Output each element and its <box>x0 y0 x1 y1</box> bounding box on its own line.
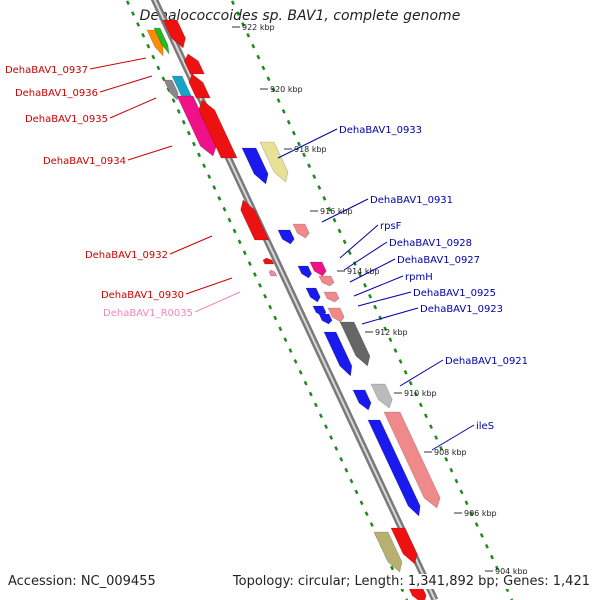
gene-label: DehaBAV1_R0035 <box>103 308 193 319</box>
tick-label: 922 kbp <box>242 23 275 32</box>
gene-label: DehaBAV1_0931 <box>370 195 453 206</box>
gene-arrow <box>268 269 278 277</box>
tick-label: 906 kbp <box>464 509 497 518</box>
gene-arrow <box>292 223 310 239</box>
gene-label: DehaBAV1_0932 <box>85 250 168 261</box>
label-leader-line <box>339 224 379 259</box>
gene-arrow <box>327 307 345 323</box>
label-leader-line <box>431 424 475 451</box>
label-leader-line <box>361 307 419 325</box>
gene-arrow <box>198 99 238 159</box>
gene-arrow <box>373 531 403 573</box>
label-leader-line <box>89 57 147 70</box>
label-leader-line <box>343 241 388 271</box>
gene-label: DehaBAV1_0927 <box>397 255 480 266</box>
accession-text: Accession: NC_009455 <box>8 574 156 589</box>
gene-label: DehaBAV1_0925 <box>413 288 496 299</box>
gene-label: DehaBAV1_0933 <box>339 125 422 136</box>
gene-arrow <box>318 313 333 325</box>
gene-label: DehaBAV1_0937 <box>5 65 88 76</box>
gene-arrow <box>318 275 335 287</box>
label-leader-line <box>169 235 213 255</box>
topology-text: Topology: circular; Length: 1,341,892 bp… <box>232 574 590 589</box>
label-leader-line <box>321 198 369 223</box>
dotted-guide-line <box>125 0 409 600</box>
gene-label: DehaBAV1_0923 <box>420 304 503 315</box>
gene-arrow <box>183 53 205 75</box>
gene-arrow <box>323 291 340 303</box>
gene-arrow <box>146 29 164 57</box>
gene-arrow <box>383 411 441 509</box>
gene-label: DehaBAV1_0936 <box>15 88 98 99</box>
tick-label: 918 kbp <box>294 145 327 154</box>
gene-arrow <box>323 331 353 377</box>
gene-label: DehaBAV1_0928 <box>389 238 472 249</box>
map-title: Dehalococcoides sp. BAV1, complete genom… <box>139 8 461 24</box>
gene-arrow <box>188 73 211 99</box>
label-leader-line <box>349 258 396 283</box>
tick-label: 904 kbp <box>495 567 528 576</box>
gene-arrow <box>176 95 217 157</box>
gene-label: DehaBAV1_0930 <box>101 290 184 301</box>
label-leader-line <box>109 97 157 119</box>
gene-arrow <box>352 389 372 411</box>
tick-label: 910 kbp <box>404 389 437 398</box>
gene-arrow <box>390 527 418 565</box>
gene-arrow <box>277 229 295 245</box>
gene-arrow <box>305 287 321 303</box>
gene-arrow <box>370 383 393 409</box>
gene-label: DehaBAV1_0935 <box>25 114 108 125</box>
tick-label: 914 kbp <box>347 267 380 276</box>
tick-label: 908 kbp <box>434 448 467 457</box>
gene-label: rpsF <box>380 221 402 232</box>
tick-label: 916 kbp <box>320 207 353 216</box>
gene-arrow <box>339 321 371 367</box>
gene-arrow <box>297 265 312 279</box>
gene-arrow <box>262 257 275 265</box>
label-leader-line <box>127 145 173 161</box>
dotted-guide-line <box>230 0 514 600</box>
gene-label: DehaBAV1_0934 <box>43 156 126 167</box>
gene-arrow <box>241 147 269 185</box>
gene-arrow <box>153 27 170 56</box>
label-leader-line <box>399 359 444 387</box>
label-leader-line <box>194 291 241 313</box>
tick-label: 920 kbp <box>270 85 303 94</box>
label-leader-line <box>353 275 404 297</box>
label-leader-line <box>277 128 338 159</box>
gene-arrow <box>162 19 186 49</box>
gene-arrow <box>367 419 421 517</box>
gene-arrow <box>309 261 327 277</box>
gene-arrow <box>259 141 289 183</box>
gene-label: ileS <box>476 421 494 432</box>
label-leader-line <box>185 277 233 295</box>
label-leader-line <box>357 291 412 307</box>
gene-label: DehaBAV1_0921 <box>445 356 528 367</box>
label-leader-line <box>99 75 153 93</box>
gene-label: rpmH <box>405 272 433 283</box>
tick-label: 912 kbp <box>375 328 408 337</box>
gene-arrow <box>240 199 270 241</box>
